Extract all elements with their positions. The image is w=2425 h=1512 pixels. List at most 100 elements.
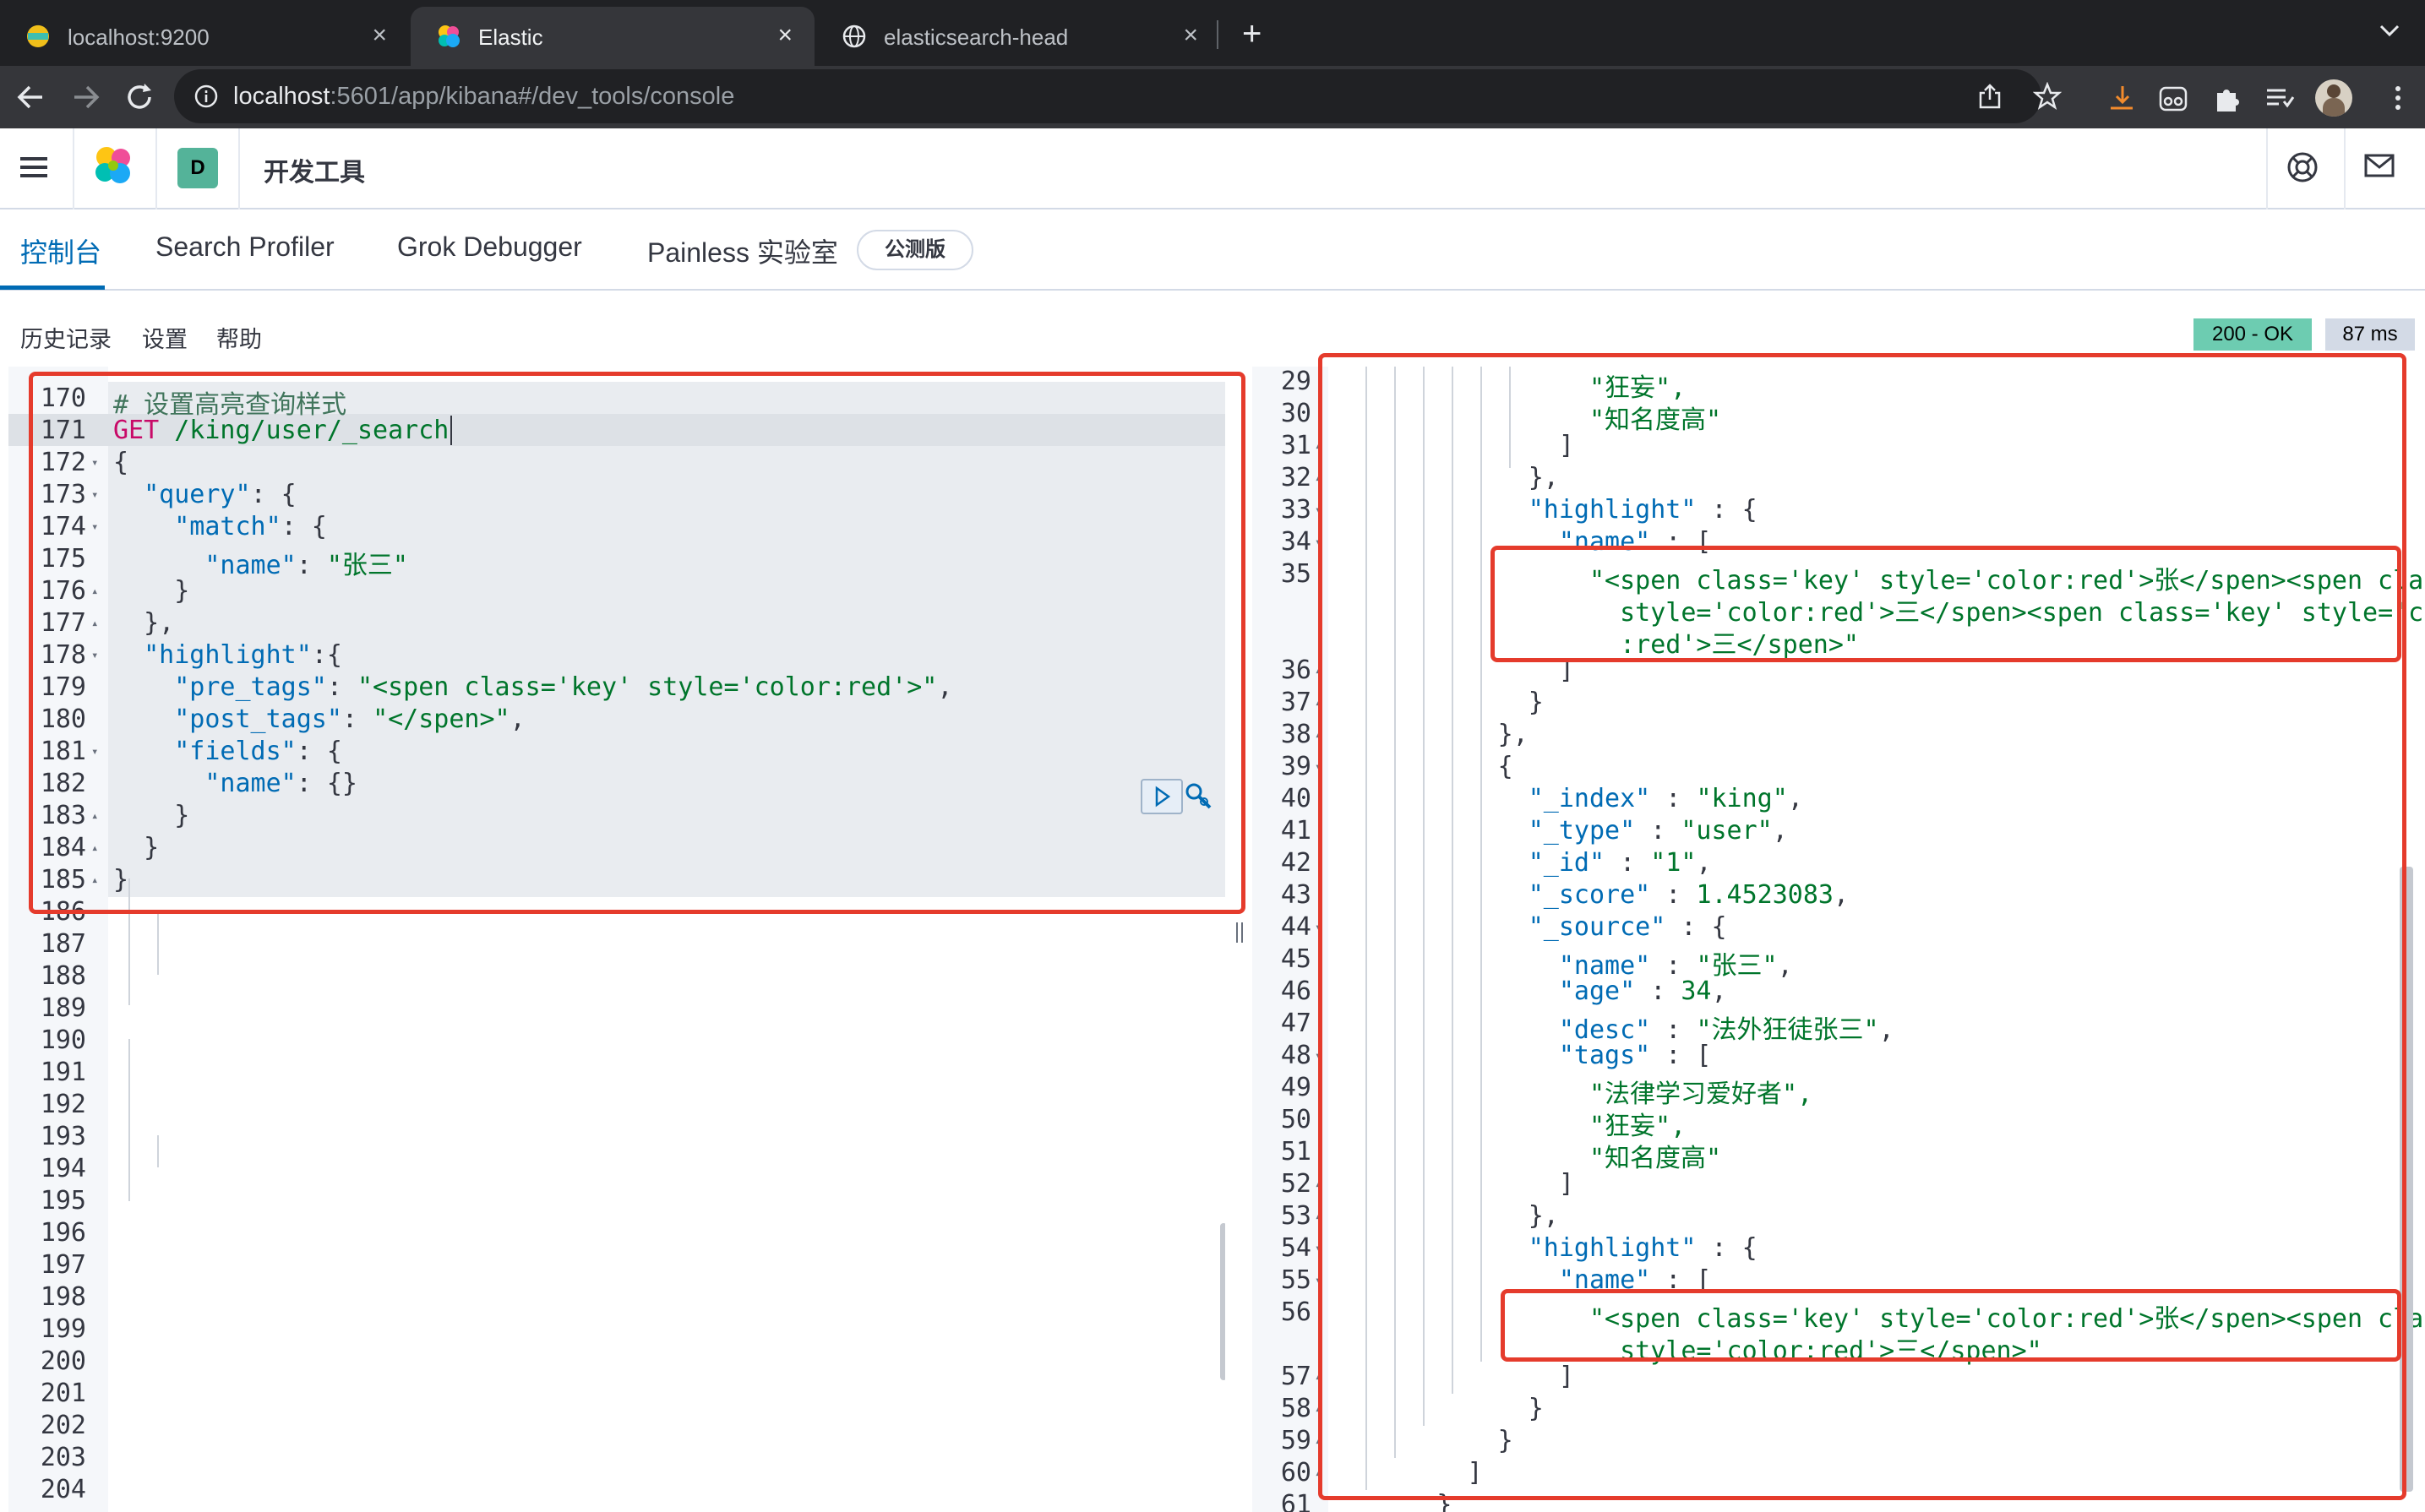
help-lifebuoy-icon[interactable]: [2286, 150, 2319, 184]
elastic-logo-icon[interactable]: [91, 144, 135, 188]
back-arrow-icon[interactable]: [12, 78, 51, 117]
line-number: 52: [1280, 1169, 1311, 1199]
tab-painless-lab[interactable]: Painless 实验室: [647, 237, 838, 268]
res-line-44: "_source" : {: [1528, 912, 1727, 942]
elasticsearch-favicon-icon: [27, 24, 49, 47]
browser-tab-elasticsearch-head[interactable]: elasticsearch-head ×: [816, 7, 1220, 66]
fold-end-marker-icon[interactable]: ▴: [91, 809, 99, 823]
resize-handle[interactable]: [1236, 922, 1243, 943]
pane-divider[interactable]: [1225, 367, 1252, 1512]
fold-end-marker-icon[interactable]: ▴: [91, 841, 99, 855]
line-number: 34: [1280, 527, 1311, 557]
dev-tools-tabs: [0, 211, 2425, 291]
code-line-174: "match": {: [174, 512, 327, 541]
reading-list-icon[interactable]: [2263, 81, 2297, 115]
close-tab-icon[interactable]: ×: [777, 21, 793, 49]
indent-guide: [1509, 367, 1511, 468]
line-number: 201: [40, 1379, 86, 1408]
annotation-box-response: [1318, 353, 2406, 1500]
close-tab-icon[interactable]: ×: [1183, 21, 1198, 49]
settings-link[interactable]: 设置: [142, 327, 188, 352]
line-number: 43: [1280, 880, 1311, 910]
fold-end-marker-icon[interactable]: ▴: [91, 873, 99, 887]
indent-guide: [128, 909, 130, 1005]
header-divider: [2344, 128, 2346, 209]
browser-menu-kebab-icon[interactable]: [2381, 81, 2415, 115]
indent-guide: [1394, 367, 1396, 1458]
annotation-box-highlight-1: [1490, 546, 2401, 662]
address-bar[interactable]: localhost:5601/app/kibana#/dev_tools/con…: [174, 69, 2062, 123]
indent-guide: [1480, 367, 1482, 1362]
res-line-38: },: [1345, 720, 1529, 749]
line-number: 56: [1280, 1297, 1311, 1327]
line-number: 202: [40, 1411, 86, 1440]
line-number: 29: [1280, 367, 1311, 396]
res-line-29: "狂妄",: [1589, 373, 1687, 403]
newsfeed-mail-icon[interactable]: [2364, 152, 2395, 179]
history-link[interactable]: 历史记录: [20, 327, 112, 352]
fold-end-marker-icon[interactable]: ▴: [91, 617, 99, 630]
fold-end-marker-icon[interactable]: ▴: [91, 585, 99, 598]
url-text[interactable]: localhost:5601/app/kibana#/dev_tools/con…: [233, 83, 734, 111]
line-number: 191: [40, 1058, 86, 1087]
line-number: 200: [40, 1346, 86, 1376]
line-number: 42: [1280, 848, 1311, 878]
forward-arrow-icon[interactable]: [66, 78, 105, 117]
tab-search-profiler[interactable]: Search Profiler: [155, 231, 335, 262]
line-number: 199: [40, 1314, 86, 1344]
hamburger-menu-icon[interactable]: [19, 154, 49, 181]
fold-toggle-icon[interactable]: ▾: [91, 456, 99, 470]
line-number: 180: [40, 704, 86, 734]
res-line-48: "tags" : [: [1558, 1041, 1712, 1070]
code-line-176: }: [113, 576, 190, 606]
profile-avatar[interactable]: [2315, 79, 2352, 117]
tab-grok-debugger[interactable]: Grok Debugger: [397, 231, 582, 262]
line-number: 198: [40, 1282, 86, 1312]
help-link[interactable]: 帮助: [216, 327, 262, 352]
browser-tab-localhost-9200[interactable]: localhost:9200 ×: [0, 7, 409, 66]
indent-guide: [128, 1039, 130, 1201]
line-number: 33: [1280, 495, 1311, 525]
line-number: 173: [40, 480, 86, 509]
res-line-49: "法律学习爱好者",: [1589, 1080, 1813, 1109]
line-number: 46: [1280, 976, 1311, 1006]
line-number: 31: [1280, 431, 1311, 460]
incognito-extension-icon[interactable]: [2156, 81, 2190, 115]
indent-guide: [128, 878, 130, 911]
res-line-52: ]: [1345, 1169, 1574, 1199]
code-line-180: "post_tags": "</spen>",: [174, 704, 526, 734]
browser-tab-elastic[interactable]: Elastic ×: [411, 7, 815, 66]
beta-badge: 公测版: [857, 230, 973, 270]
reload-icon[interactable]: [120, 78, 159, 117]
res-line-30: "知名度高": [1589, 405, 1722, 435]
tab-console[interactable]: 控制台: [20, 237, 102, 268]
bookmark-star-icon[interactable]: [2033, 82, 2062, 111]
res-line-50: "狂妄",: [1589, 1112, 1687, 1141]
share-icon[interactable]: [1977, 83, 2003, 110]
line-number: 59: [1280, 1426, 1311, 1455]
response-gutter: [1252, 367, 1328, 1512]
site-info-icon[interactable]: [194, 84, 218, 108]
wrench-settings-icon[interactable]: [1183, 780, 1215, 813]
line-number: 41: [1280, 816, 1311, 846]
res-line-59: }: [1345, 1426, 1513, 1455]
extensions-puzzle-icon[interactable]: [2210, 81, 2244, 115]
new-tab-button[interactable]: +: [1242, 15, 1262, 52]
tab-title: elasticsearch-head: [884, 24, 1069, 50]
fold-toggle-icon[interactable]: ▾: [91, 649, 99, 662]
tab-search-chevron-icon[interactable]: [2374, 15, 2405, 46]
fold-toggle-icon[interactable]: ▾: [91, 520, 99, 534]
space-avatar[interactable]: D: [177, 148, 218, 188]
close-tab-icon[interactable]: ×: [372, 21, 387, 49]
indent-guide: [157, 911, 159, 975]
fold-toggle-icon[interactable]: ▾: [91, 488, 99, 502]
fold-toggle-icon[interactable]: ▾: [91, 745, 99, 759]
download-extension-icon[interactable]: [2104, 81, 2138, 115]
request-scrollbar[interactable]: [1220, 1223, 1225, 1380]
line-number: 39: [1280, 752, 1311, 781]
line-number: 181: [40, 737, 86, 766]
line-number: 194: [40, 1154, 86, 1183]
send-request-button[interactable]: [1141, 779, 1183, 814]
line-number: 178: [40, 640, 86, 670]
